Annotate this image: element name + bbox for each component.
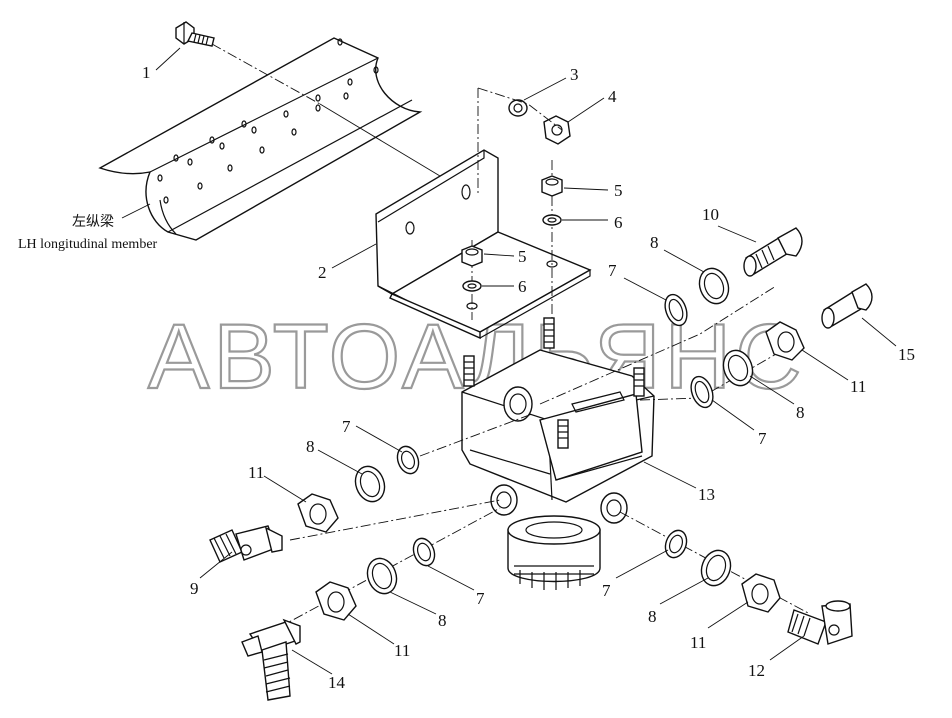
callout-3: 3 bbox=[570, 65, 579, 84]
callout-6-upper: 6 bbox=[614, 213, 623, 232]
callout-2: 2 bbox=[318, 263, 327, 282]
seal-7-upper-right bbox=[664, 293, 688, 327]
callout-5-lower: 5 bbox=[518, 247, 527, 266]
washer-6-upper bbox=[542, 214, 562, 226]
nut-4 bbox=[543, 115, 571, 145]
hex-nut-11-left bbox=[297, 493, 339, 533]
callout-15: 15 bbox=[898, 345, 915, 364]
callout-10: 10 bbox=[702, 205, 719, 224]
frame-holes bbox=[157, 38, 379, 204]
callout-11-left: 11 bbox=[248, 463, 264, 482]
elbow-fitting-12 bbox=[787, 600, 853, 645]
relay-valve-body-13 bbox=[461, 317, 655, 590]
callout-5-upper: 5 bbox=[614, 181, 623, 200]
callout-6-lower: 6 bbox=[518, 277, 527, 296]
callout-7-lower-right: 7 bbox=[602, 581, 611, 600]
adapter-fitting-10 bbox=[743, 227, 803, 277]
o-ring-8-lower-right bbox=[700, 549, 732, 587]
nut-5-upper bbox=[541, 175, 563, 197]
member-label-english: LH longitudinal member bbox=[18, 237, 158, 252]
callout-7-left: 7 bbox=[342, 417, 351, 436]
washer-3 bbox=[508, 99, 528, 117]
seal-7-mid-right bbox=[690, 375, 714, 409]
callout-7-upper: 7 bbox=[608, 261, 617, 280]
callout-8-lower-right: 8 bbox=[648, 607, 657, 626]
o-ring-8-upper-right bbox=[698, 267, 730, 305]
callout-7-lower-left: 7 bbox=[476, 589, 485, 608]
frame-to-bracket-line bbox=[319, 103, 441, 177]
nut-5-lower bbox=[461, 245, 483, 267]
adapter-fitting-15 bbox=[821, 283, 873, 329]
callout-13: 13 bbox=[698, 485, 715, 504]
seal-7-lower-left bbox=[412, 537, 436, 567]
callout-11-right: 11 bbox=[850, 377, 866, 396]
callout-8-right: 8 bbox=[796, 403, 805, 422]
o-ring-8-left bbox=[354, 465, 386, 503]
axis-line bbox=[539, 285, 777, 405]
axis-line bbox=[477, 87, 563, 131]
seal-7-lower-right bbox=[664, 529, 688, 559]
hex-nut-11-upper-right bbox=[765, 321, 805, 361]
bracket-hole bbox=[405, 221, 415, 235]
member-label-chinese: 左纵梁 bbox=[72, 214, 114, 230]
hex-nut-11-lower-right bbox=[741, 573, 781, 613]
callout-14: 14 bbox=[328, 673, 346, 692]
callout-8-lower-left: 8 bbox=[438, 611, 447, 630]
mounting-bracket-2 bbox=[375, 149, 592, 340]
callout-11-lower-left: 11 bbox=[394, 641, 410, 660]
bolt-1 bbox=[175, 21, 215, 47]
callout-8-left: 8 bbox=[306, 437, 315, 456]
callout-9: 9 bbox=[190, 579, 199, 598]
leader-lines bbox=[121, 47, 897, 675]
bolt-axis-line bbox=[211, 43, 321, 105]
callout-1: 1 bbox=[142, 63, 151, 82]
seal-7-left bbox=[396, 445, 420, 475]
callout-4: 4 bbox=[608, 87, 617, 106]
bracket-hole bbox=[461, 184, 471, 200]
axis-line bbox=[419, 413, 533, 457]
callout-7-right: 7 bbox=[758, 429, 767, 448]
o-ring-8-lower-left bbox=[366, 557, 398, 595]
elbow-fitting-9 bbox=[209, 525, 283, 563]
callout-12: 12 bbox=[748, 661, 765, 680]
tee-fitting-14 bbox=[241, 618, 301, 701]
washer-6-lower bbox=[462, 280, 482, 292]
lh-longitudinal-member bbox=[98, 37, 423, 241]
bracket-hole bbox=[546, 260, 558, 268]
callout-11-lower-right: 11 bbox=[690, 633, 706, 652]
o-ring-8-mid-right bbox=[722, 349, 754, 387]
hex-nut-11-lower-left bbox=[315, 581, 357, 621]
callout-8-upper: 8 bbox=[650, 233, 659, 252]
